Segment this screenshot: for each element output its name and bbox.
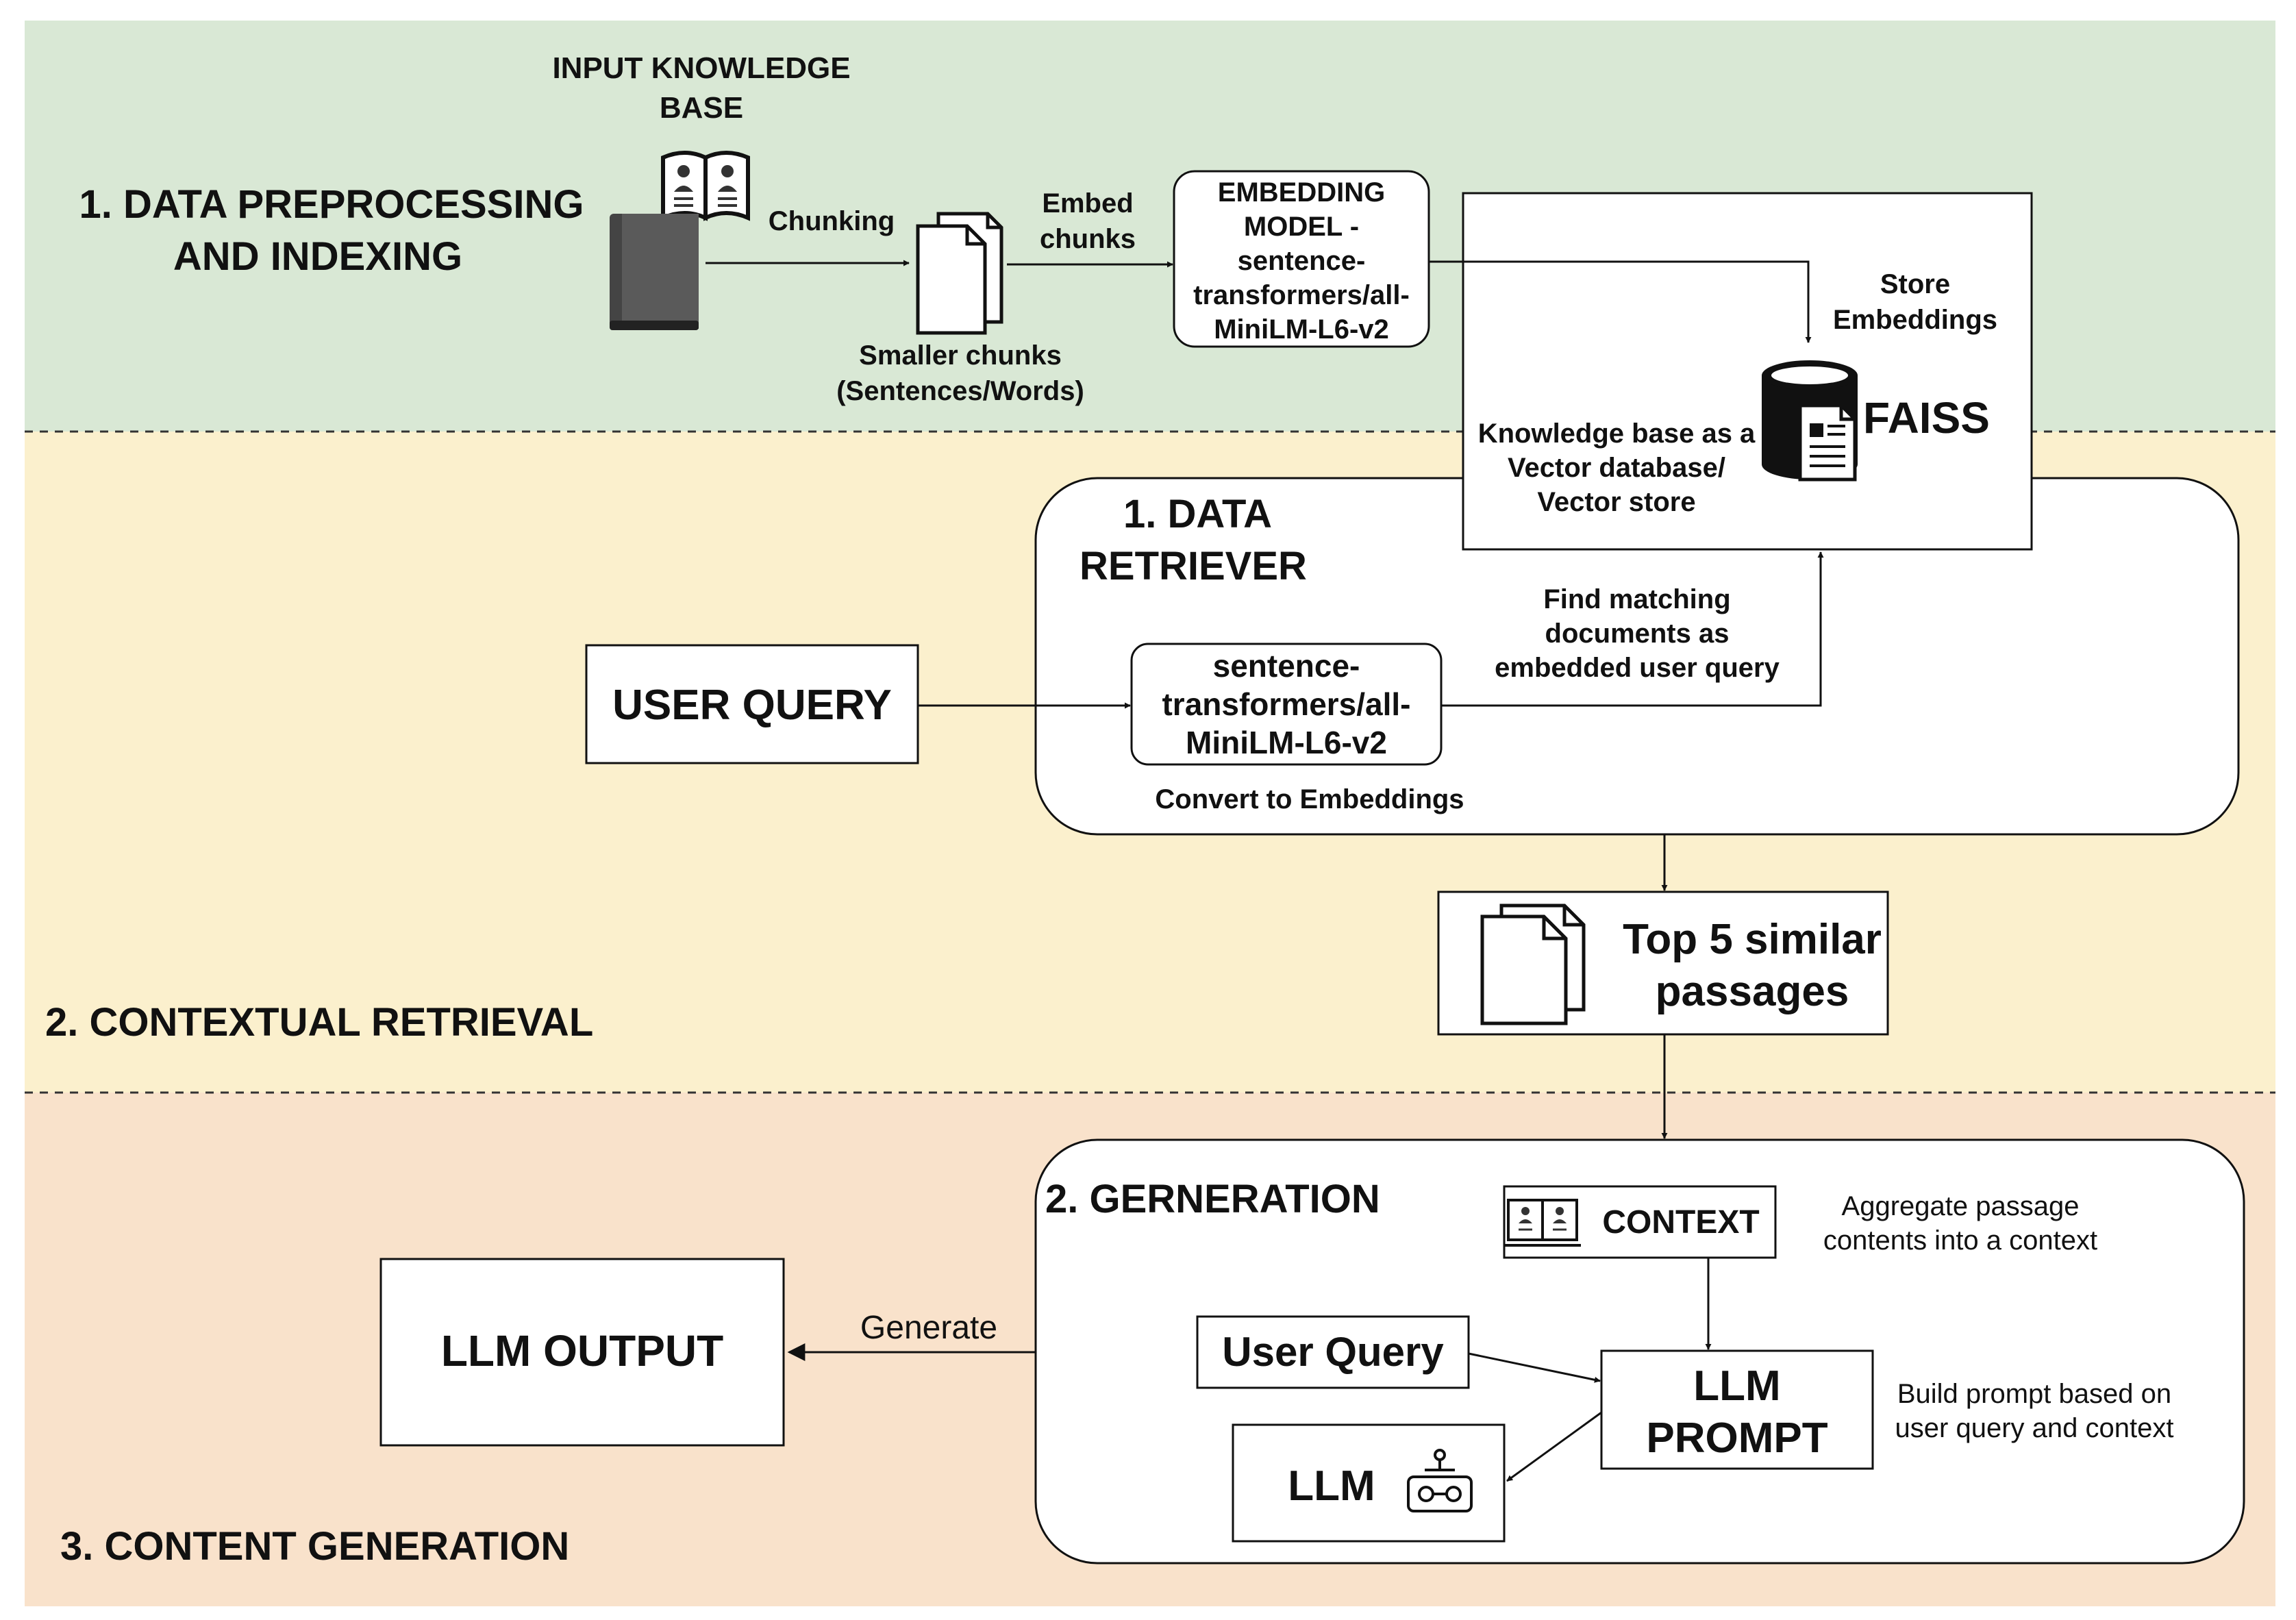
store-embeddings-label-1: Store: [1880, 269, 1950, 299]
llm-output-box: [379, 1258, 785, 1447]
knowledge-base-label-1: Knowledge base as a: [1478, 419, 1756, 449]
generate-label: Generate: [860, 1310, 997, 1346]
section-title-generation: 3. CONTENT GENERATION: [60, 1524, 569, 1569]
llm-prompt-box: [1600, 1349, 1874, 1470]
find-matching-label-1: Find matching: [1543, 584, 1730, 614]
knowledge-base-label-2: Vector database/: [1508, 453, 1725, 483]
query-encoder-label-1: sentence-: [1213, 648, 1360, 684]
build-prompt-label-1: Build prompt based on: [1897, 1379, 2171, 1409]
query-encoder-box: [1130, 643, 1443, 766]
aggregate-label-1: Aggregate passage: [1842, 1191, 2080, 1221]
gen-user-query-box: [1196, 1315, 1470, 1389]
passages-documents-icon: [1480, 904, 1586, 1025]
robot-icon: [1407, 1449, 1473, 1512]
data-retriever-title-1: 1. DATA: [1123, 492, 1272, 536]
section-title-preprocessing-1: 1. DATA PREPROCESSING: [79, 182, 584, 227]
query-to-prompt-arrow: [1468, 1352, 1601, 1383]
embedding-model-label-5: MiniLM-L6-v2: [1214, 314, 1389, 345]
embed-label-1: Embed: [1042, 188, 1133, 219]
faiss-label: FAISS: [1863, 393, 1990, 443]
gen-user-query-label: User Query: [1222, 1329, 1444, 1375]
convert-embeddings-label: Convert to Embeddings: [1155, 784, 1464, 814]
document-icon: [1798, 403, 1857, 482]
find-matching-label-3: embedded user query: [1495, 653, 1780, 683]
user-query-label: USER QUERY: [612, 682, 892, 729]
input-kb-label-1: INPUT KNOWLEDGE: [552, 51, 850, 85]
faiss-vector-store-box: [1462, 192, 2033, 551]
knowledge-base-icon: [610, 151, 750, 330]
embedding-model-label-1: EMBEDDING: [1218, 177, 1385, 208]
store-embeddings-label-2: Embeddings: [1833, 305, 1997, 335]
section-title-retrieval: 2. CONTEXTUAL RETRIEVAL: [45, 1000, 593, 1045]
store-embeddings-arrow: [1429, 260, 1812, 343]
generation-title: 2. GERNERATION: [1045, 1177, 1380, 1221]
query-encoder-label-3: MiniLM-L6-v2: [1186, 725, 1387, 760]
chunking-label: Chunking: [769, 206, 895, 236]
data-retriever-title-2: RETRIEVER: [1080, 544, 1307, 588]
query-encoder-label-2: transformers/all-: [1162, 686, 1410, 722]
aggregate-label-2: contents into a context: [1823, 1225, 2097, 1256]
prompt-to-llm-arrow: [1506, 1411, 1602, 1482]
llm-prompt-label-2: PROMPT: [1646, 1415, 1827, 1462]
user-query-box: [585, 644, 919, 764]
context-label: CONTEXT: [1602, 1204, 1759, 1241]
find-matching-arrow: [1441, 551, 1824, 707]
context-book-icon: [1504, 1199, 1581, 1247]
chunks-documents-icon: [916, 212, 1003, 335]
embedding-model-label-2: MODEL -: [1244, 212, 1359, 242]
section-title-preprocessing-2: AND INDEXING: [173, 234, 462, 279]
embedding-model-box: [1173, 170, 1430, 348]
embedding-model-label-3: sentence-: [1238, 246, 1366, 276]
chunks-label-2: (Sentences/Words): [836, 376, 1084, 406]
top-passages-label-2: passages: [1656, 968, 1849, 1015]
find-matching-label-2: documents as: [1545, 619, 1730, 649]
input-kb-label-2: BASE: [660, 91, 743, 125]
top-passages-label-1: Top 5 similar: [1623, 916, 1882, 963]
knowledge-base-label-3: Vector store: [1537, 487, 1695, 517]
build-prompt-label-2: user query and context: [1895, 1413, 2174, 1443]
chunks-label-1: Smaller chunks: [859, 340, 1062, 371]
embed-label-2: chunks: [1040, 224, 1136, 254]
llm-output-label: LLM OUTPUT: [441, 1326, 723, 1375]
llm-label: LLM: [1288, 1462, 1375, 1510]
llm-prompt-label-1: LLM: [1693, 1362, 1780, 1410]
embedding-model-label-4: transformers/all-: [1193, 280, 1410, 310]
